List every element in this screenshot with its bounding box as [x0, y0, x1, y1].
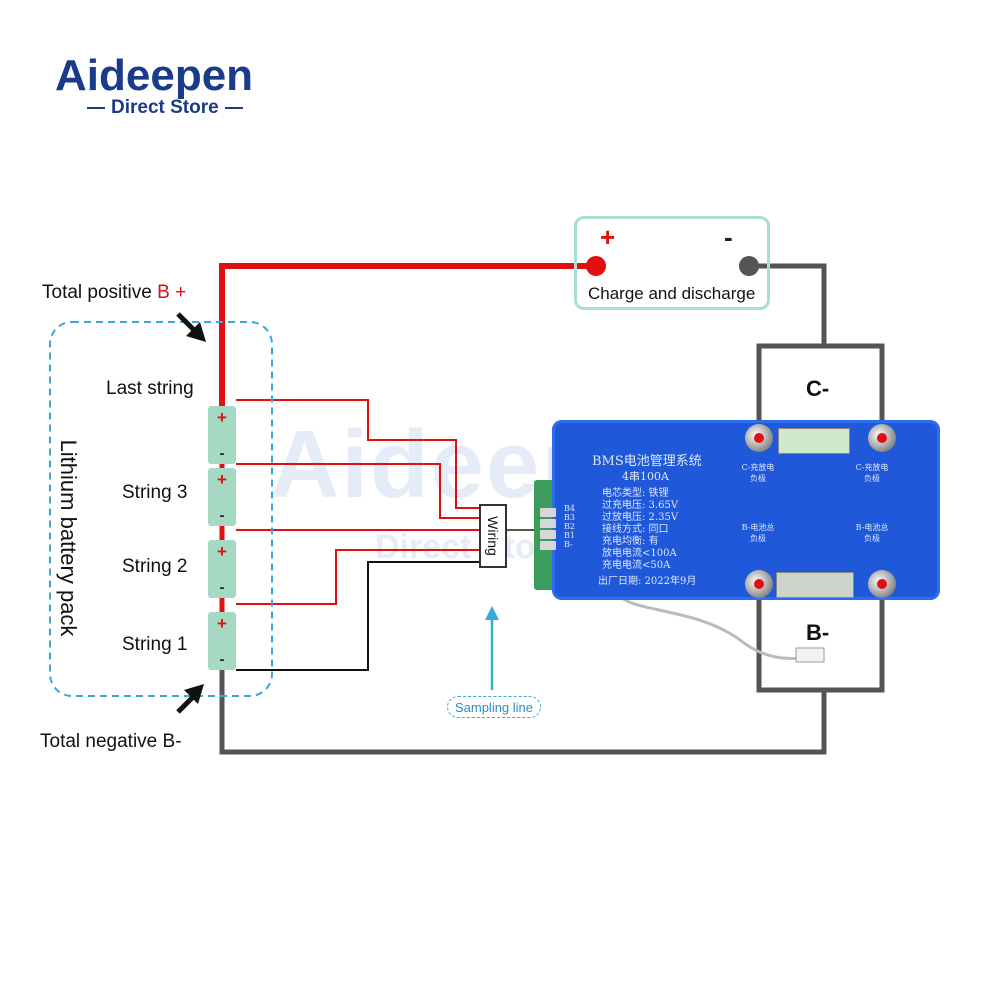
sampling-line-label: Sampling line: [447, 696, 541, 718]
cell-plus: +: [217, 542, 227, 561]
battery-cell-last: +-: [208, 406, 236, 464]
tagline-rule-left: [87, 106, 105, 109]
charge-negative-symbol: -: [724, 222, 733, 252]
bms-date: 出厂日期: 2022年9月: [598, 576, 697, 587]
positive-arrow-icon: [176, 312, 206, 342]
wiring-label: Wiring: [485, 516, 501, 556]
c-minus-terminal-right: [868, 424, 896, 452]
b-minus-terminal-left: [745, 570, 773, 598]
terminal-dot: [877, 579, 887, 589]
bms-spec: 充电均衡: 有: [602, 536, 659, 547]
bms-c-terminal-label-right: C-充放电负极: [855, 463, 889, 483]
tagline-rule-right: [224, 106, 243, 109]
sampling-arrow-icon: [485, 606, 499, 690]
bms-b-terminal-label-right: B-电池总负极: [855, 523, 889, 543]
string3-label: String 3: [122, 482, 188, 503]
charge-negative-wire: [749, 263, 827, 346]
bms-spec: 过放电压: 2.35V: [602, 512, 679, 523]
wiring-connector: Wiring: [479, 504, 507, 568]
charge-discharge-box: [574, 216, 770, 310]
cell-plus: +: [217, 470, 227, 489]
sampling-line-b1: [236, 549, 480, 605]
sampling-line-bneg: [236, 561, 480, 671]
battery-pack-outline: [49, 321, 273, 697]
string2-label: String 2: [122, 556, 188, 577]
c-minus-loop: [756, 343, 885, 440]
battery-cell-3: +-: [208, 468, 236, 526]
cell-minus: -: [219, 445, 225, 462]
bms-pin: [540, 530, 556, 539]
bms-spec: 接线方式: 同口: [602, 524, 669, 535]
b-minus-label: B-: [806, 620, 830, 645]
brand-logo: Aideepen Direct Store: [55, 52, 285, 122]
b-minus-loop: [756, 582, 885, 693]
cell-plus: +: [217, 408, 227, 427]
positive-terminal-dot: [586, 256, 606, 276]
bms-b-terminal-label-left: B-电池总负极: [741, 523, 775, 543]
brand-tagline-row: Direct Store: [81, 97, 249, 119]
string1-label: String 1: [122, 634, 188, 655]
c-minus-terminal-left: [745, 424, 773, 452]
bms-pin-label: B1: [564, 531, 575, 540]
brand-tagline: Direct Store: [111, 97, 219, 118]
cell-minus: -: [219, 507, 225, 524]
total-positive-text: Total positive: [42, 282, 158, 303]
bms-spec: 过充电压: 3.65V: [602, 500, 679, 511]
c-minus-label: C-: [806, 376, 830, 401]
charge-discharge-label: Charge and discharge: [588, 284, 756, 303]
bms-pin-label: B3: [564, 513, 575, 522]
bms-spec: 电芯类型: 铁锂: [602, 488, 669, 499]
c-minus-mosfet-module: [778, 428, 850, 454]
bms-pin: [540, 519, 556, 528]
brand-name: Aideepen: [55, 51, 254, 100]
total-positive-label: Total positive B +: [42, 282, 186, 304]
bms-pin: [540, 541, 556, 550]
bms-spec: 充电电流<50A: [602, 560, 671, 571]
cell-plus: +: [217, 614, 227, 633]
bms-pin-label: B4: [564, 504, 575, 513]
temperature-sensor-wire: [621, 596, 801, 660]
bms-spec: 放电电流<100A: [602, 548, 677, 559]
total-positive-symbol: B +: [157, 282, 187, 303]
total-negative-label: Total negative B-: [40, 731, 182, 752]
battery-pack-label: Lithium battery pack: [48, 408, 88, 668]
battery-cell-2: +-: [208, 540, 236, 598]
battery-cell-1: +-: [208, 612, 236, 670]
bms-pin-label: B2: [564, 522, 575, 531]
total-negative-wire: [219, 670, 827, 755]
sampling-line-b4: [236, 399, 480, 509]
cell-minus: -: [219, 651, 225, 668]
bms-model: 4串100A: [622, 470, 669, 483]
last-string-label: Last string: [106, 378, 194, 399]
b-minus-shunt-module: [776, 572, 854, 598]
terminal-dot: [754, 433, 764, 443]
bms-pin-labels: B4 B3 B2 B1 B-: [564, 504, 580, 549]
terminal-dot: [754, 579, 764, 589]
terminal-dot: [877, 433, 887, 443]
bms-title: BMS电池管理系统: [592, 454, 702, 469]
cell-minus: -: [219, 579, 225, 596]
total-positive-wire: [219, 263, 596, 420]
bms-pin-label: B-: [564, 540, 573, 549]
b-minus-terminal-right: [868, 570, 896, 598]
charge-positive-symbol: +: [600, 222, 616, 252]
battery-pack-text: Lithium battery pack: [56, 439, 81, 637]
bms-pin: [540, 508, 556, 517]
bms-c-terminal-label-left: C-充放电负极: [741, 463, 775, 483]
bms-pin-header: [540, 508, 556, 552]
sampling-line-b3: [236, 463, 480, 519]
temperature-sensor-probe: [795, 647, 825, 663]
negative-arrow-icon: [176, 684, 204, 714]
